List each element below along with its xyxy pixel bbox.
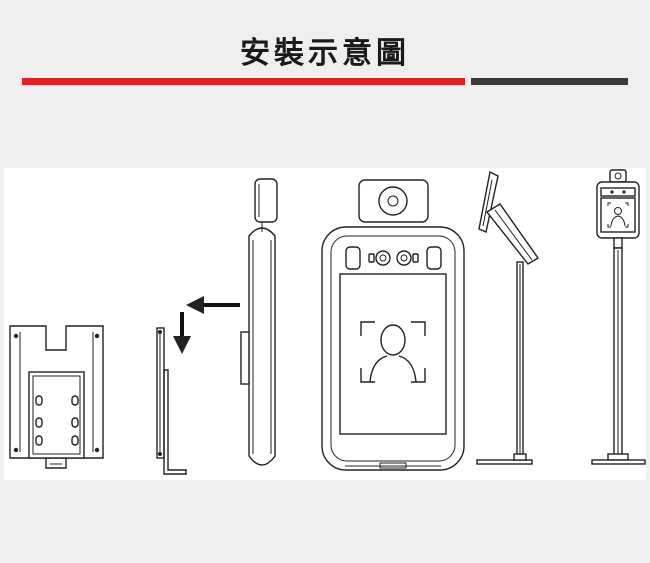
title-underline-dark bbox=[471, 78, 628, 85]
device-side-view bbox=[240, 178, 278, 466]
face-recognition-icon bbox=[360, 321, 426, 383]
floor-stand-side-view bbox=[476, 170, 540, 465]
bracket-screw-slots bbox=[35, 395, 79, 446]
device-front-view bbox=[321, 179, 465, 471]
page-title: 安裝示意圖 bbox=[240, 36, 410, 71]
arrow-left-icon bbox=[186, 296, 240, 314]
face-recognition-small-icon bbox=[607, 202, 629, 228]
title-underline-red bbox=[22, 78, 465, 85]
bracket-side-view bbox=[156, 327, 187, 475]
arrow-down-icon bbox=[173, 312, 191, 354]
floor-stand-front-view bbox=[591, 169, 646, 465]
wall-mount-bracket bbox=[9, 325, 104, 469]
